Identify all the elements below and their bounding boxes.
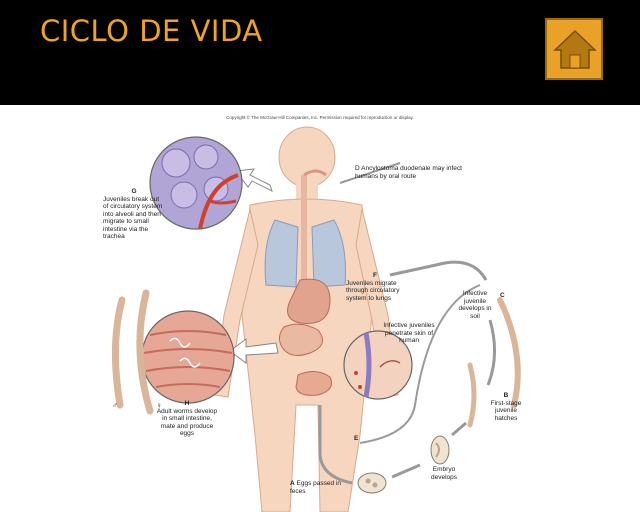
skin-magnification bbox=[343, 330, 413, 400]
label-d-text: Ancylostoma duodenale may infect humans … bbox=[355, 165, 462, 180]
life-cycle-diagram bbox=[111, 126, 521, 512]
home-button[interactable] bbox=[545, 18, 603, 80]
label-a: A Eggs passed in feces bbox=[290, 480, 350, 495]
label-b: B First-stage juvenile hatches bbox=[490, 392, 522, 422]
female-symbol: ♀ bbox=[156, 401, 162, 410]
slide-title: CICLO DE VIDA bbox=[40, 14, 263, 48]
label-d-tag: D bbox=[355, 165, 360, 172]
label-g: G Juveniles break out of circulatory sys… bbox=[103, 188, 163, 240]
label-embryo: Embryo develops bbox=[430, 466, 458, 481]
home-icon bbox=[553, 29, 597, 69]
label-c: C Infective juvenile develops in soil bbox=[458, 290, 505, 320]
label-a-text: Eggs passed in feces bbox=[290, 480, 341, 495]
slide-header: CICLO DE VIDA bbox=[0, 0, 640, 105]
label-h: H Adult worms develop in small intestine… bbox=[156, 400, 218, 437]
copyright-notice: Copyright © The McGraw-Hill Companies, I… bbox=[226, 115, 414, 120]
intestine-magnification bbox=[141, 310, 235, 404]
label-a-tag: A bbox=[290, 480, 295, 487]
male-symbol: ♂ bbox=[112, 401, 118, 410]
label-e-text: Infective juveniles penetrate skin of hu… bbox=[383, 322, 435, 344]
label-d: D Ancylostoma duodenale may infect human… bbox=[355, 165, 465, 180]
label-f: F Juveniles migrate through circulatory … bbox=[346, 272, 400, 302]
label-e-tag: E bbox=[354, 435, 359, 442]
